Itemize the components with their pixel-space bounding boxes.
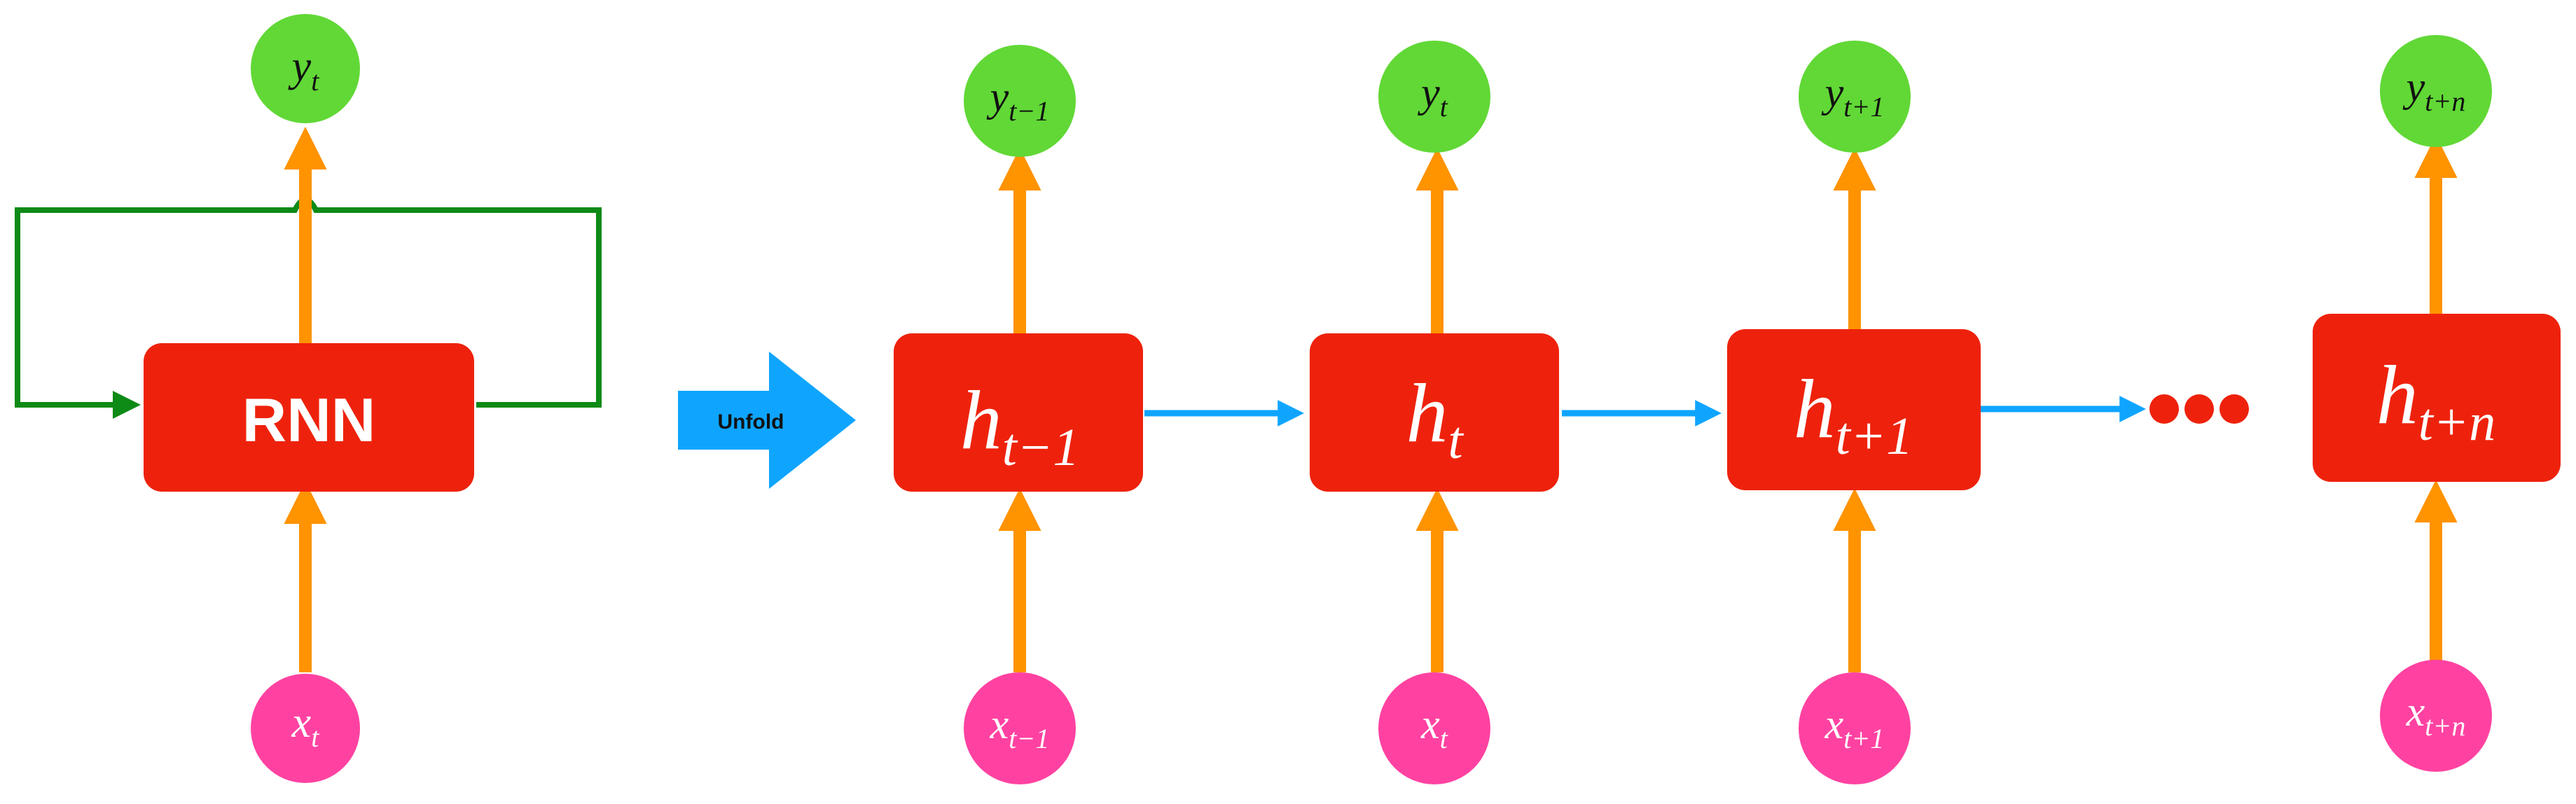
- step-t-plus-1: ht+1 yt+1 xt+1: [1727, 41, 1981, 784]
- folded-output-sub: t: [311, 65, 319, 97]
- hidden-base: h: [1794, 362, 1836, 455]
- input-sub: t+n: [2425, 710, 2465, 742]
- hidden-state-label: ht+1: [1794, 362, 1913, 466]
- input-node: [1378, 672, 1490, 784]
- input-base: x: [990, 701, 1009, 747]
- output-base: y: [1821, 69, 1844, 116]
- hidden-sub: t−1: [1002, 418, 1079, 477]
- ellipsis-dots: [2149, 394, 2249, 424]
- input-sub: t: [1440, 723, 1448, 754]
- input-sub: t+1: [1843, 723, 1884, 754]
- hidden-base: h: [1406, 366, 1448, 459]
- hidden-state-box: [1727, 329, 1981, 490]
- output-sub: t: [1440, 91, 1448, 123]
- rnn-box: [144, 343, 474, 492]
- folded-rnn: RNN yt xt: [15, 14, 602, 783]
- unfold-arrow-label: Unfold: [718, 410, 784, 434]
- folded-input-sub: t: [311, 721, 319, 753]
- hidden-state-label: ht−1: [960, 373, 1079, 477]
- step-t: ht yt xt: [1310, 41, 1559, 784]
- output-sub: t−1: [1009, 95, 1049, 127]
- unfold-arrow-shape: [678, 352, 856, 489]
- ellipsis-dot-2: [2184, 394, 2214, 424]
- ellipsis-dot-3: [2220, 394, 2249, 424]
- folded-output-label: yt: [288, 43, 320, 97]
- output-node: [964, 45, 1076, 157]
- input-base: x: [1420, 701, 1440, 747]
- input-node: [2380, 660, 2492, 772]
- step-t-minus-1: ht−1 yt−1 xt−1: [894, 45, 1143, 784]
- step-t-plus-n: ht+n yt+n xt+n: [2313, 35, 2561, 772]
- hidden-base: h: [2376, 348, 2418, 441]
- folded-input-base: x: [291, 699, 312, 747]
- input-label: xt+n: [2406, 688, 2466, 742]
- unfold-arrow: Unfold: [678, 352, 856, 489]
- input-label: xt+1: [1824, 701, 1885, 754]
- folded-output-node: [251, 14, 360, 123]
- hidden-state-box: [894, 333, 1143, 492]
- output-sub: t+n: [2425, 85, 2465, 117]
- folded-input-node: [251, 674, 360, 783]
- output-node: [2380, 35, 2492, 147]
- hidden-sub: t+1: [1836, 407, 1913, 466]
- output-label: yt+1: [1821, 69, 1885, 123]
- input-node: [964, 672, 1076, 784]
- input-base: x: [1824, 701, 1844, 747]
- output-sub: t+1: [1843, 91, 1884, 123]
- rnn-box-label: RNN: [242, 385, 376, 455]
- input-label: xt: [1420, 701, 1448, 754]
- output-base: y: [1417, 69, 1440, 116]
- output-base: y: [2402, 64, 2425, 110]
- hidden-state-label: ht: [1406, 366, 1464, 470]
- output-label: yt−1: [986, 74, 1050, 127]
- output-node: [1378, 41, 1490, 153]
- hidden-state-box: [2313, 314, 2561, 482]
- input-node: [1799, 672, 1911, 784]
- hidden-state-box: [1310, 333, 1559, 492]
- input-base: x: [2406, 688, 2425, 735]
- ellipsis-dot-1: [2149, 394, 2179, 424]
- input-label: xt−1: [990, 701, 1050, 754]
- hidden-base: h: [960, 373, 1002, 466]
- hidden-state-label: ht+n: [2376, 348, 2495, 452]
- output-node: [1799, 41, 1911, 153]
- output-label: yt: [1417, 69, 1448, 123]
- output-base: y: [986, 74, 1009, 120]
- hidden-sub: t+n: [2418, 393, 2495, 452]
- input-sub: t−1: [1009, 723, 1049, 754]
- hidden-sub: t: [1448, 411, 1464, 470]
- output-label: yt+n: [2402, 64, 2466, 117]
- folded-input-label: xt: [291, 699, 320, 753]
- folded-output-base: y: [288, 43, 312, 90]
